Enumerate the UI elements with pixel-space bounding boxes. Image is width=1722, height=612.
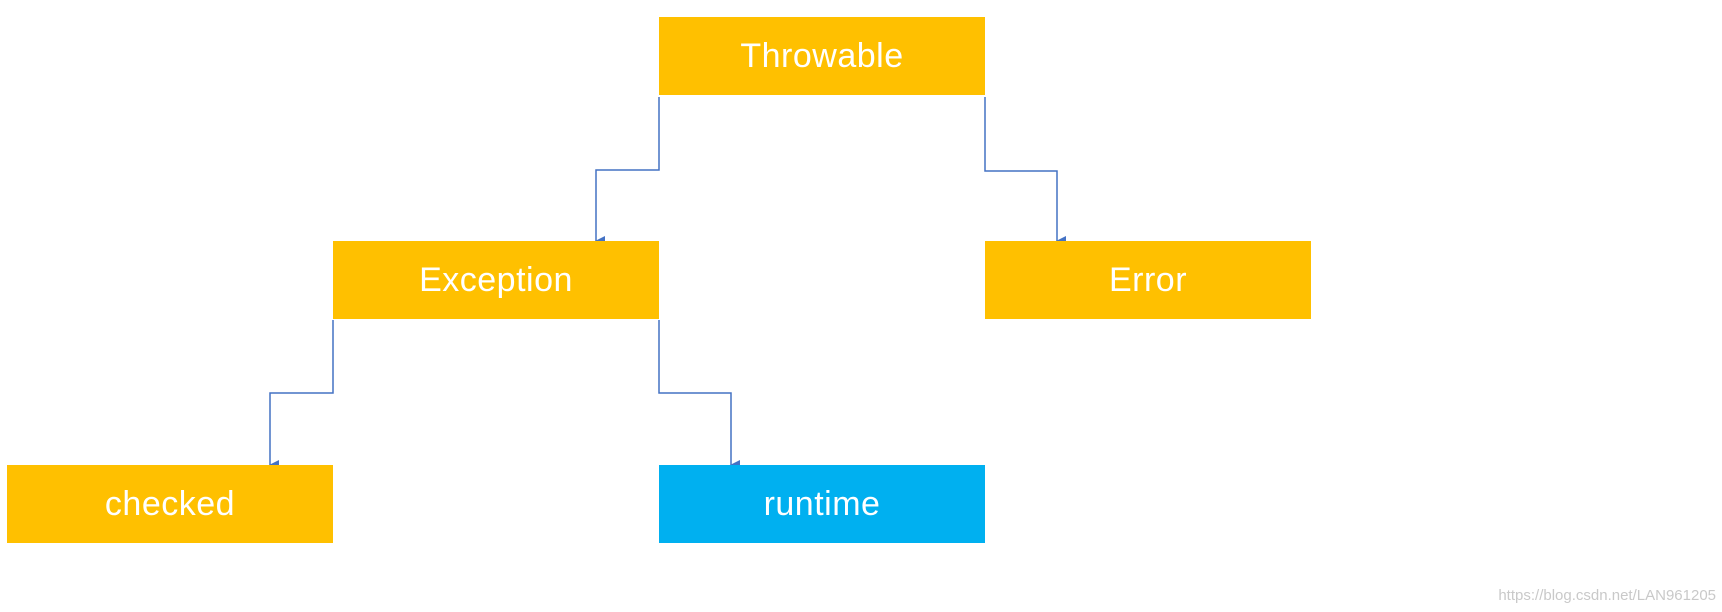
node-runtime: runtime [659,465,985,543]
edge-exception-checked [269,320,334,470]
node-throwable: Throwable [659,17,985,95]
edge-throwable-exception [595,97,660,246]
node-exception: Exception [333,241,659,319]
node-checked: checked [7,465,333,543]
node-error: Error [985,241,1311,319]
edge-throwable-error [984,97,1066,246]
edge-exception-runtime [658,320,740,470]
watermark-text: https://blog.csdn.net/LAN961205 [1498,587,1716,604]
